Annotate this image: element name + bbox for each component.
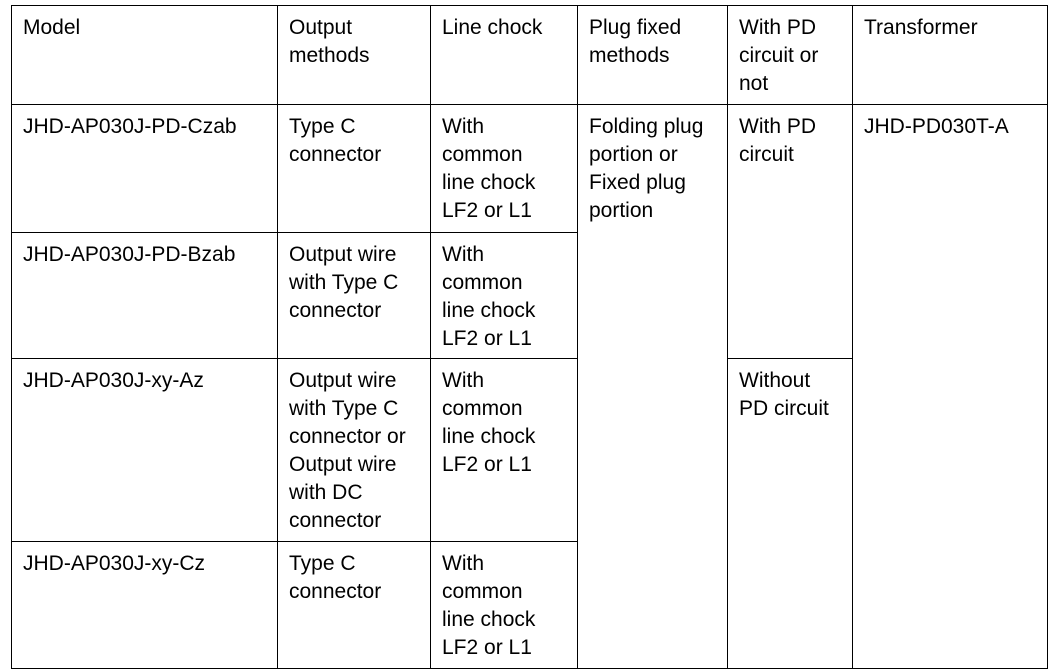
cell-line-chock: With common line chock LF2 or L1 bbox=[430, 231, 578, 360]
cell-line-chock: With common line chock LF2 or L1 bbox=[430, 540, 578, 669]
cell-model: JHD-AP030J-xy-Az bbox=[11, 358, 278, 542]
column-header-pd-circuit: With PD circuit or not bbox=[727, 5, 853, 105]
table-header-row: Model Output methods Line chock Plug fix… bbox=[11, 5, 1048, 105]
cell-line-chock: With common line chock LF2 or L1 bbox=[430, 103, 578, 233]
cell-output: Output wire with Type C connector or Out… bbox=[277, 358, 431, 542]
table-row: JHD-AP030J-PD-Bzab Output wire with Type… bbox=[11, 231, 1048, 360]
cell-pd-circuit-without: Without PD circuit bbox=[727, 358, 853, 669]
table-row: JHD-AP030J-PD-Czab Type C connector With… bbox=[11, 103, 1048, 669]
column-header-line-chock: Line chock bbox=[430, 5, 578, 105]
cell-pd-circuit-with: With PD circuit bbox=[727, 103, 853, 360]
document-page: Model Output methods Line chock Plug fix… bbox=[11, 5, 1048, 669]
cell-output: Type C connector bbox=[277, 540, 431, 669]
cell-line-chock: With common line chock LF2 or L1 bbox=[430, 358, 578, 542]
table-row: JHD-AP030J-xy-Az Output wire with Type C… bbox=[11, 358, 1048, 669]
column-header-output: Output methods bbox=[277, 5, 431, 105]
cell-model: JHD-AP030J-PD-Bzab bbox=[11, 231, 278, 360]
cell-output: Output wire with Type C connector bbox=[277, 231, 431, 360]
cell-transformer: JHD-PD030T-A bbox=[852, 103, 1048, 669]
cell-model: JHD-AP030J-PD-Czab bbox=[11, 103, 278, 233]
cell-output: Type C connector bbox=[277, 103, 431, 233]
cell-model: JHD-AP030J-xy-Cz bbox=[11, 540, 278, 669]
column-header-transformer: Transformer bbox=[852, 5, 1048, 105]
cell-plug-fixed-methods: Folding plug portion or Fixed plug porti… bbox=[577, 103, 728, 669]
column-header-plug-fixed: Plug fixed methods bbox=[577, 5, 728, 105]
column-header-model: Model bbox=[11, 5, 278, 105]
model-specification-table: Model Output methods Line chock Plug fix… bbox=[11, 5, 1048, 669]
